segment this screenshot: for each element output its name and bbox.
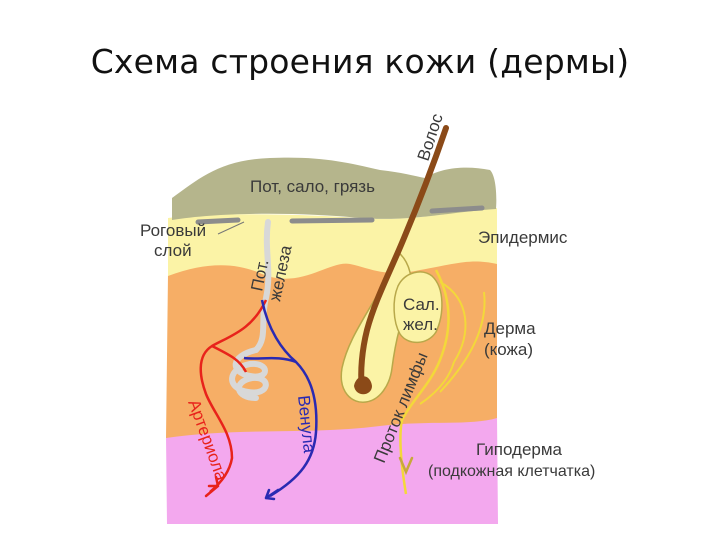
- horny-layer-plate: [195, 217, 241, 225]
- lymph-branch: [419, 361, 455, 405]
- hypodermis-label-line2: (подкожная клетчатка): [428, 463, 595, 480]
- lymph-arrow: [398, 456, 414, 476]
- venule-vessel: [260, 299, 318, 498]
- arteriole-branch: [211, 344, 248, 373]
- dermis-label-line2: (кожа): [484, 340, 533, 359]
- sebaceous-gland-label-line2: жел.: [403, 315, 438, 334]
- arteriole-vessel: [199, 299, 268, 493]
- venule-arrow: [264, 488, 280, 501]
- hypodermis-label-line1: Гиподерма: [476, 440, 563, 459]
- horny-layer-label-line1: Роговый: [140, 221, 206, 240]
- slide-title: Схема строения кожи (дермы): [90, 42, 630, 81]
- dermis-label-line1: Дерма: [484, 319, 536, 338]
- hair-shaft: [358, 125, 449, 391]
- horny-layer-plate: [289, 217, 375, 224]
- sweat-sebum-dirt-label: Пот, сало, грязь: [250, 177, 375, 196]
- hypodermis-layer: [166, 416, 498, 524]
- sweat-gland-coil: [229, 347, 269, 401]
- lymph-branch: [439, 291, 486, 393]
- arteriole-arrow: [204, 475, 220, 498]
- horny-layer-label-line2: слой: [154, 241, 192, 260]
- lymph-branch: [439, 281, 467, 363]
- horny-layer-leader: [217, 221, 245, 235]
- venule-branch: [243, 356, 297, 364]
- sebaceous-gland: [393, 271, 443, 344]
- horny-layer-plate: [429, 205, 485, 214]
- sweat-gland-duct: [253, 219, 272, 353]
- epidermis-layer: [168, 208, 497, 279]
- hair-bulb: [354, 376, 372, 395]
- sebaceous-gland-label-line1: Сал.: [403, 295, 440, 314]
- epidermis-label: Эпидермис: [478, 228, 568, 247]
- lymph-duct: [399, 269, 450, 495]
